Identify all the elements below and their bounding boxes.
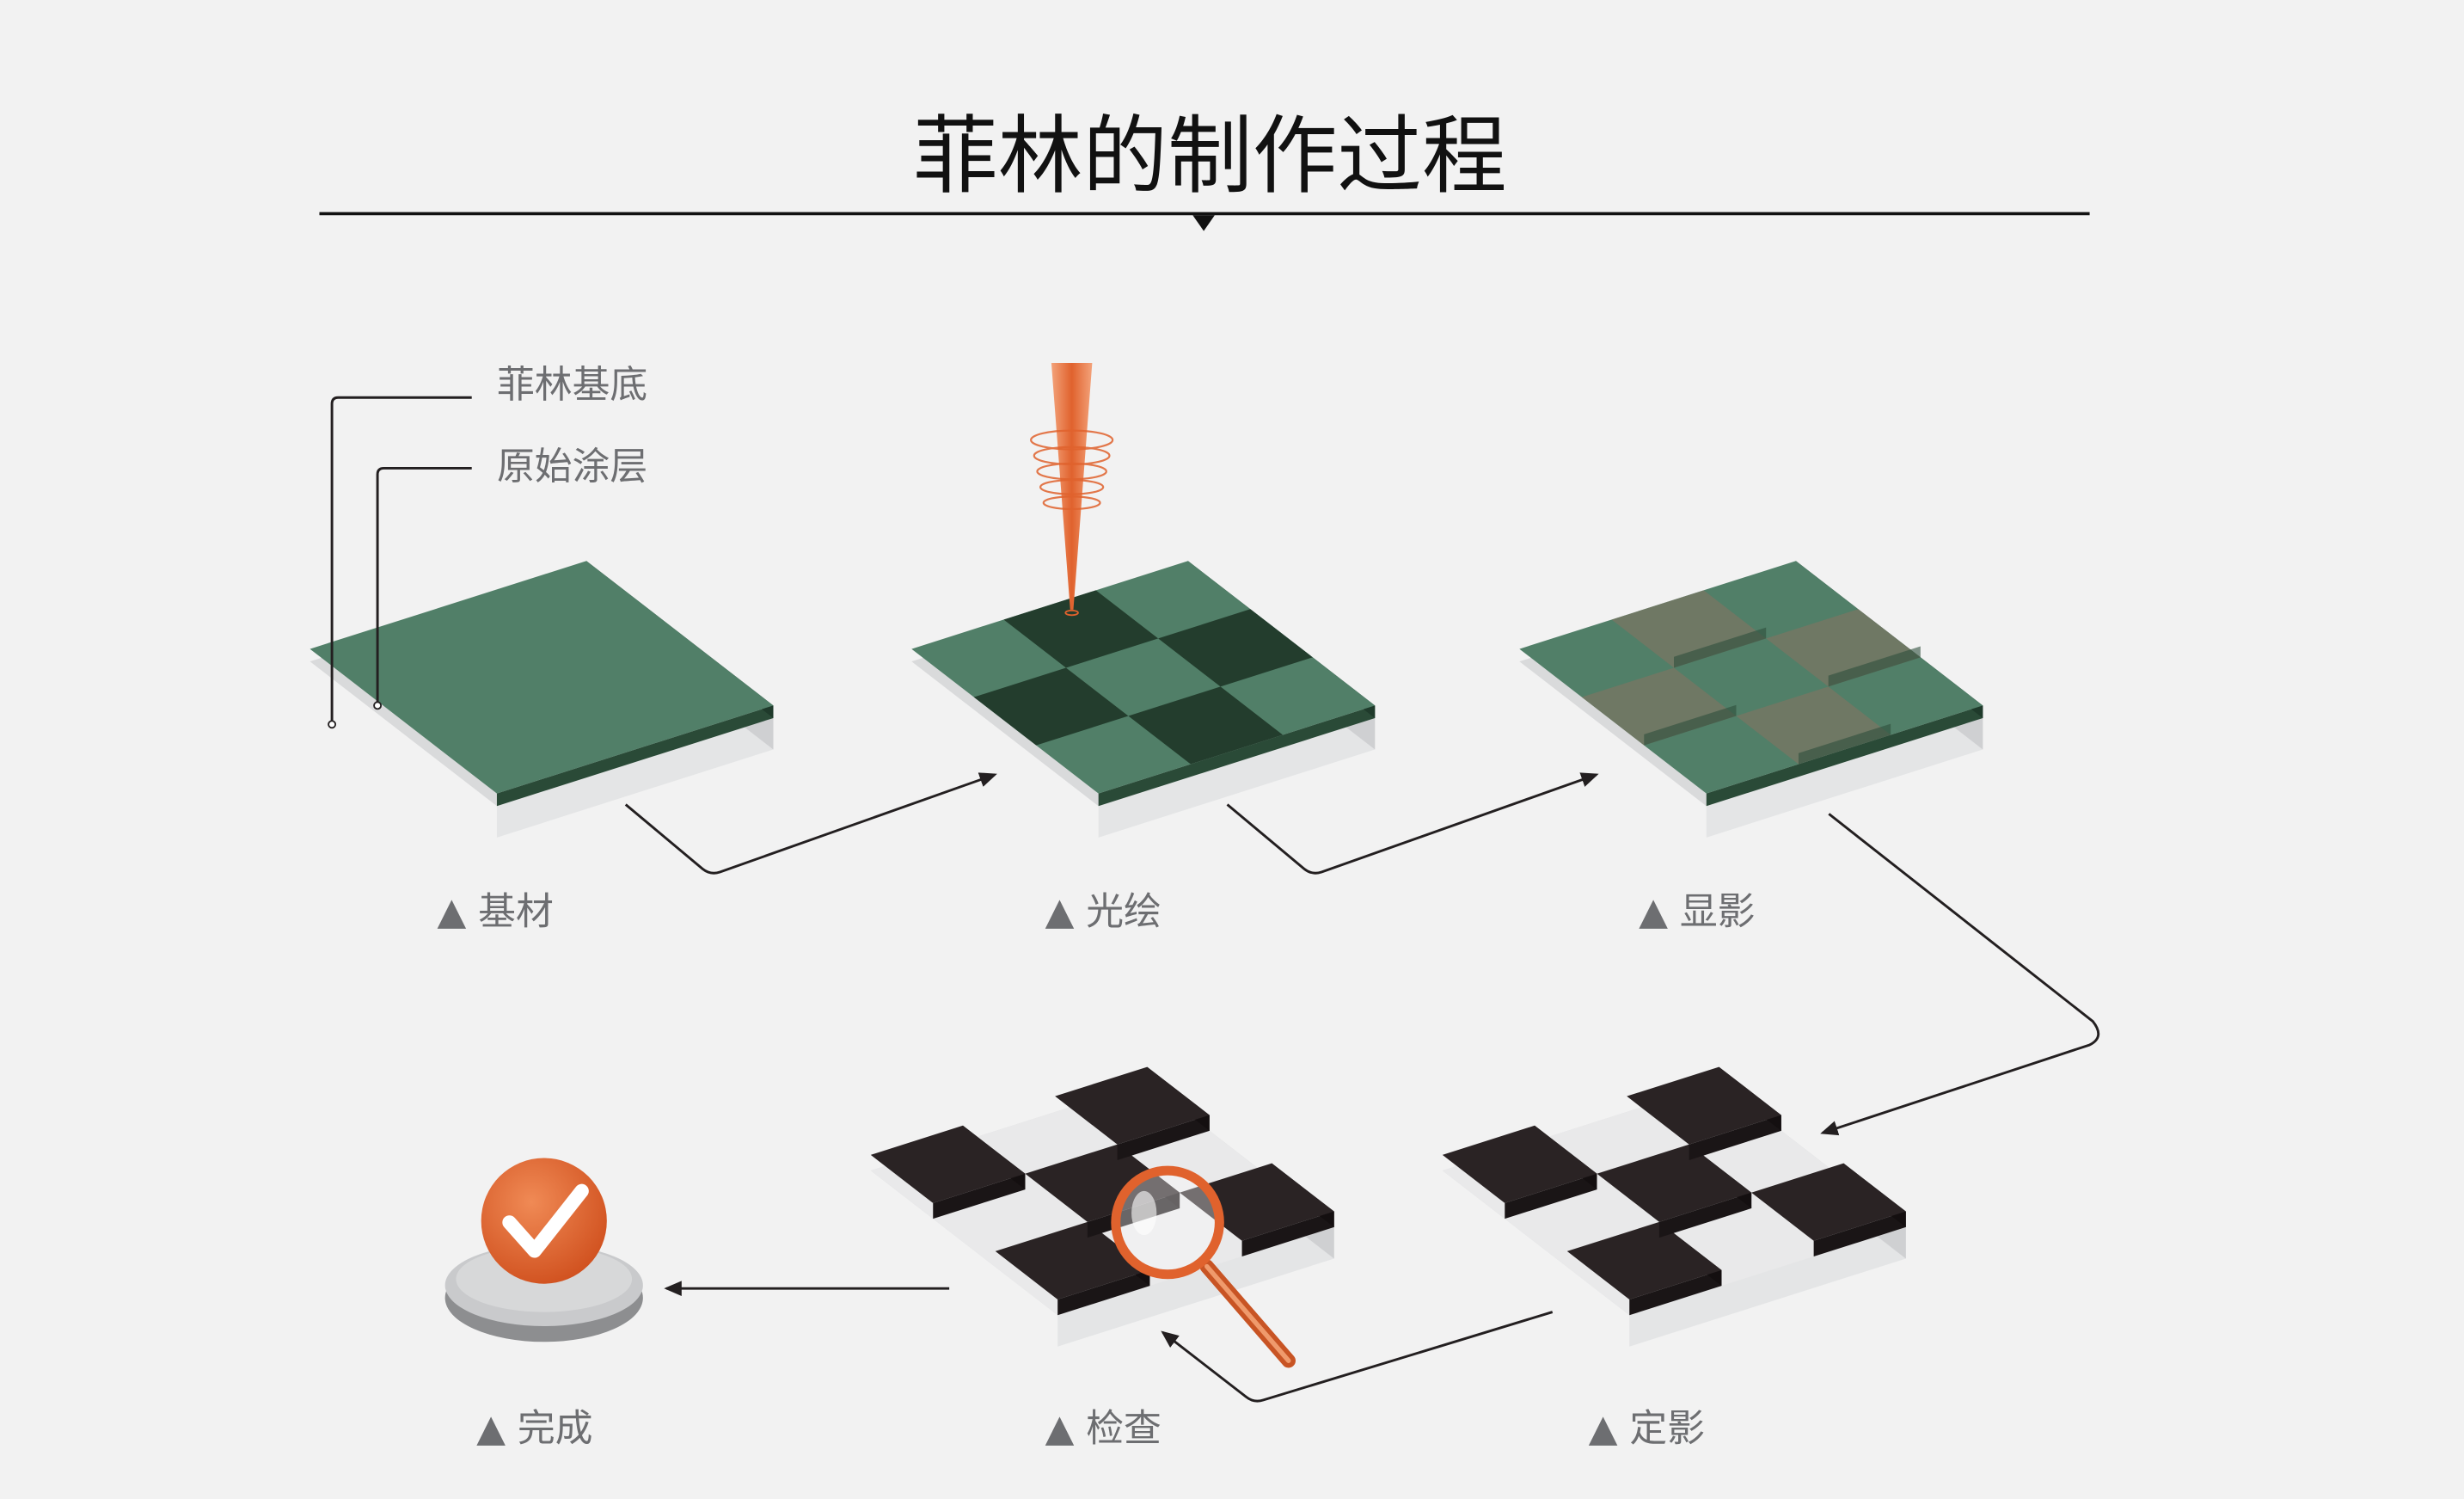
plate-inspect-block-top <box>870 1125 1026 1203</box>
plate-inspect-block-front-side <box>1117 1115 1210 1160</box>
plate-fixed-block-front-side <box>1813 1211 1906 1257</box>
plate-developed-base-front-side <box>1706 717 1983 838</box>
plate-developed-coating-front-side <box>1706 705 1983 807</box>
page-title: 菲林的制作过程 <box>913 108 1507 206</box>
plate-photoplot-cell <box>1158 609 1313 687</box>
flow-arrow-3 <box>1820 813 2100 1136</box>
plate-developed-cell-edge <box>1828 646 1921 687</box>
plate-developed <box>1519 561 1983 838</box>
plate-photoplot-cell <box>1128 686 1284 765</box>
plate-fixed-block-top <box>1627 1066 1781 1145</box>
callout-substrate: 菲林基底 <box>328 363 647 729</box>
flow-arrow-4 <box>1161 1311 1554 1403</box>
plate-substrate-coating-top <box>310 561 774 794</box>
plate-developed-cell-edge <box>1798 723 1891 765</box>
callout-substrate-label: 菲林基底 <box>497 363 647 407</box>
svg-text:▲ 基材: ▲ 基材 <box>438 889 554 933</box>
plate-inspect-block-top <box>995 1221 1150 1299</box>
plate-photoplot-cell <box>973 667 1129 746</box>
plate-fixed-block-front-side <box>1629 1269 1722 1316</box>
plate-developed-cell-edge <box>1644 704 1737 746</box>
step-label-complete: ▲ 完成 <box>476 1406 592 1450</box>
svg-text:▲ 检查: ▲ 检查 <box>1045 1406 1162 1450</box>
title-pointer-icon <box>1192 215 1215 231</box>
flow-arrow-2 <box>1226 772 1599 875</box>
plate-inspect-block-front-side <box>933 1173 1026 1219</box>
svg-text:▲ 定影: ▲ 定影 <box>1589 1406 1705 1450</box>
plate-fixed-block-front-side <box>1505 1173 1597 1219</box>
laser-beam-icon <box>1030 363 1114 617</box>
step-label-substrate: ▲ 基材 <box>438 889 554 933</box>
svg-text:▲ 光绘: ▲ 光绘 <box>1045 889 1162 933</box>
svg-text:▲ 完成: ▲ 完成 <box>476 1406 592 1450</box>
complete-check-icon <box>444 1158 643 1342</box>
callout-coating: 原始涂层 <box>373 445 647 710</box>
plate-fixed-block-top <box>1597 1144 1752 1222</box>
plate-fixed-block-top <box>1751 1163 1906 1241</box>
plate-substrate <box>310 561 774 838</box>
step-label-inspect: ▲ 检查 <box>1045 1406 1162 1450</box>
plate-fixed-block-top <box>1566 1221 1722 1299</box>
plate-fixed-block-front-side <box>1658 1192 1752 1238</box>
plate-fixed-base-front-side <box>1629 1226 1906 1347</box>
plate-fixed-block-top <box>1442 1125 1597 1203</box>
plate-substrate-coating-front-side <box>496 705 774 807</box>
plate-substrate-base-front-side <box>496 717 774 838</box>
plates-layer <box>310 561 1983 1347</box>
step-label-fix: ▲ 定影 <box>1589 1406 1705 1450</box>
plate-fixed-block-front-side <box>1689 1115 1781 1160</box>
plate-fixed <box>1442 1066 1906 1347</box>
plate-developed-cell-edge <box>1674 627 1767 668</box>
step-label-develop: ▲ 显影 <box>1639 889 1755 933</box>
plate-inspect <box>870 1066 1334 1347</box>
flow-arrow-1 <box>624 772 997 875</box>
plate-photoplot <box>911 561 1376 838</box>
plate-photoplot-base-front-side <box>1098 717 1376 838</box>
callout-coating-label: 原始涂层 <box>497 445 647 488</box>
plate-inspect-block-top <box>1055 1066 1210 1145</box>
step-label-photoplot: ▲ 光绘 <box>1045 889 1162 933</box>
svg-text:▲ 显影: ▲ 显影 <box>1639 889 1755 933</box>
plate-inspect-base-front-side <box>1057 1226 1334 1347</box>
plate-photoplot-coating-front-side <box>1098 705 1376 807</box>
plate-inspect-block-front-side <box>1241 1211 1334 1257</box>
plate-photoplot-cell <box>1003 590 1159 668</box>
plate-inspect-block-front-side <box>1057 1269 1150 1316</box>
magnifier-icon <box>1111 1165 1296 1368</box>
